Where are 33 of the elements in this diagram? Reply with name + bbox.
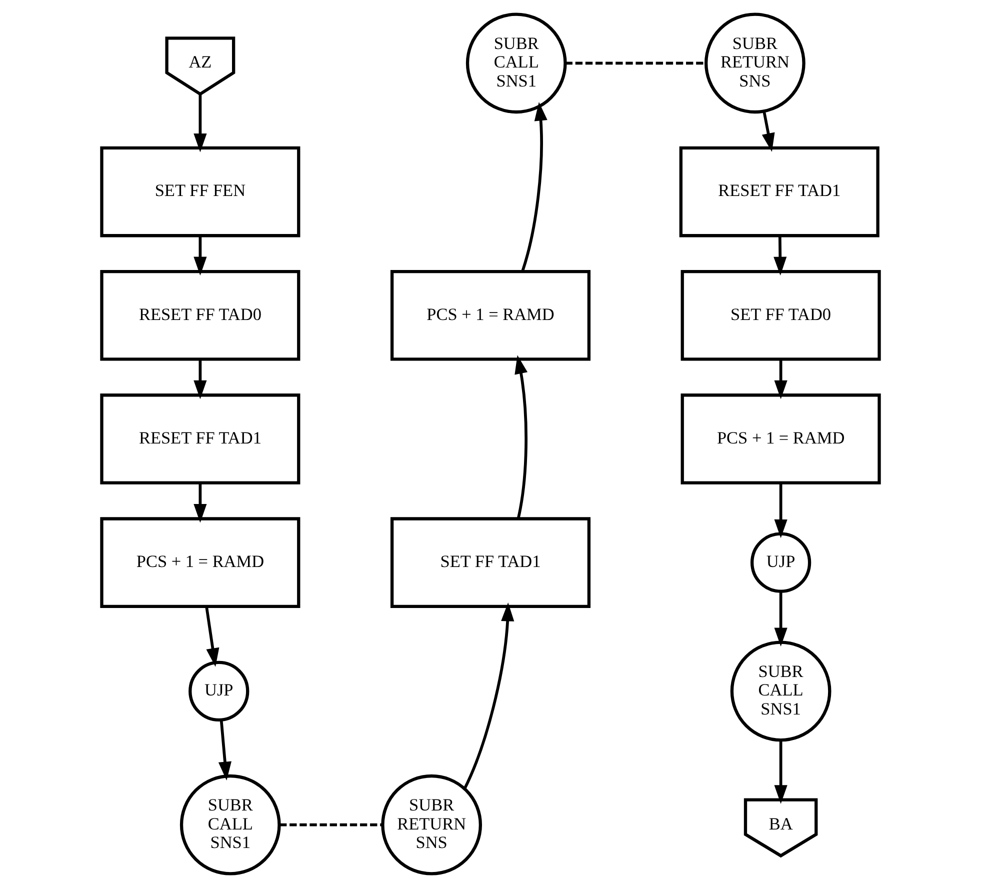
node-box: PCS + 1 = RAMD xyxy=(100,517,300,608)
arrow xyxy=(774,740,788,804)
node-box: SET FF TAD0 xyxy=(680,270,881,361)
arrow xyxy=(194,483,207,523)
connector xyxy=(280,823,382,826)
node-box: PCS + 1 = RAMD xyxy=(390,270,591,361)
node-circle: SUBR CALL SNS1 xyxy=(180,774,281,876)
node-box: PCS + 1 = RAMD xyxy=(680,394,881,484)
node-circle: SUBR RETURN SNS xyxy=(381,774,482,876)
node-circle: SUBR CALL SNS1 xyxy=(730,640,832,742)
arrow xyxy=(774,236,787,276)
node-circle: UJP xyxy=(750,532,812,593)
node-box: RESET FF TAD1 xyxy=(100,394,300,484)
arrow xyxy=(774,360,788,400)
arrow xyxy=(774,592,788,646)
arrow xyxy=(194,236,207,276)
arrow xyxy=(521,102,548,272)
arrow xyxy=(463,602,514,790)
node-box: SET FF FEN xyxy=(100,146,300,238)
node-circle: SUBR CALL SNS1 xyxy=(466,12,567,114)
node-box: RESET FF TAD0 xyxy=(100,270,300,361)
node-circle: SUBR RETURN SNS xyxy=(704,12,806,114)
node-box: RESET FF TAD1 xyxy=(679,146,880,238)
node-box: SET FF TAD1 xyxy=(390,517,591,608)
arrow xyxy=(774,483,788,538)
connector xyxy=(565,62,706,65)
arrow xyxy=(194,94,207,152)
arrow xyxy=(514,355,528,519)
node-circle: UJP xyxy=(188,660,250,722)
arrow xyxy=(762,111,775,152)
arrow xyxy=(194,360,207,400)
arrow xyxy=(218,720,232,780)
arrow xyxy=(205,606,220,667)
